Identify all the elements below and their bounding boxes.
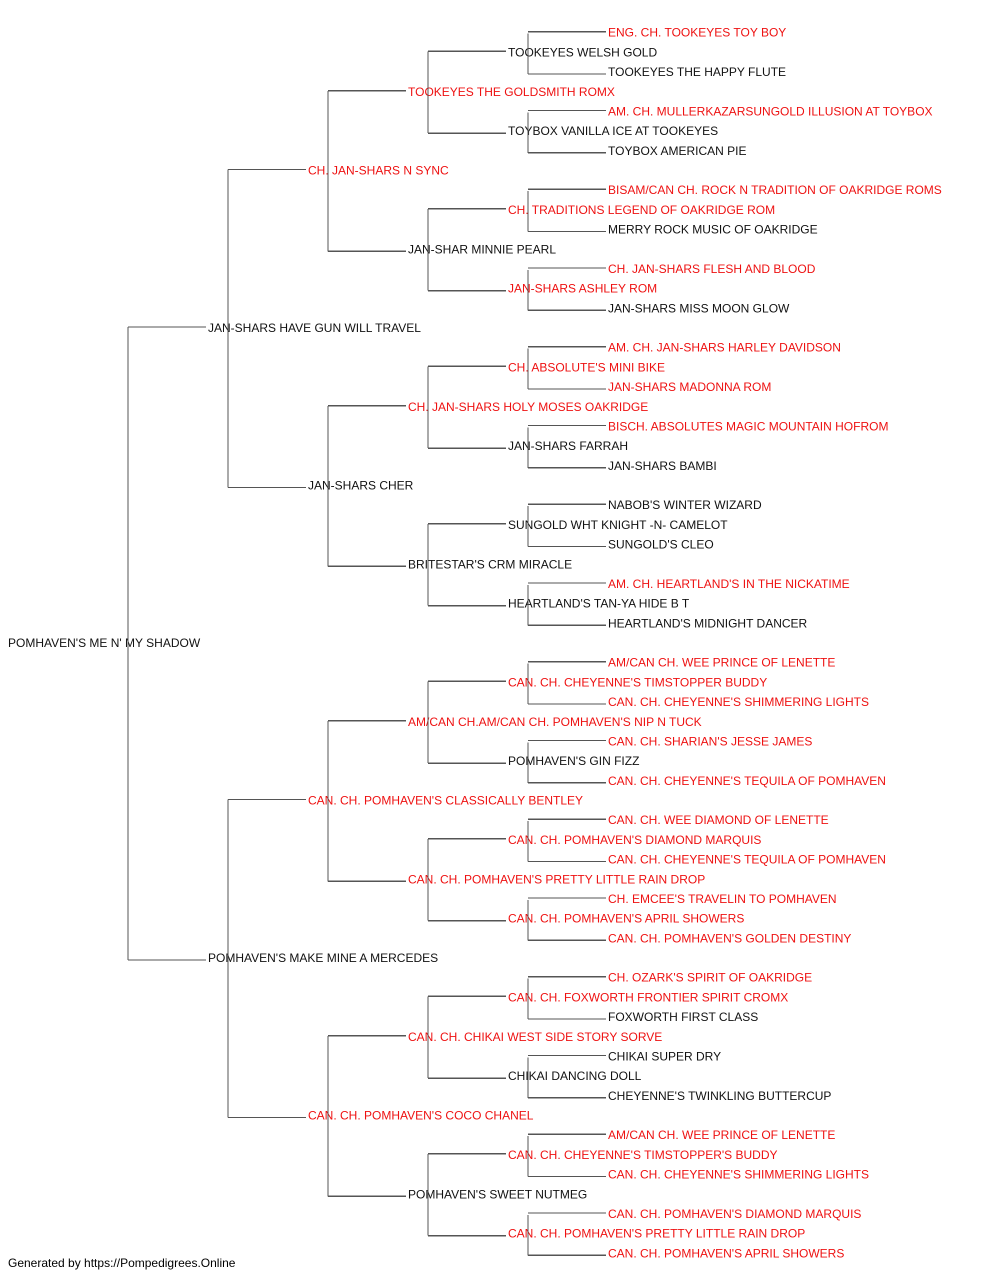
ancestor-name: TOYBOX AMERICAN PIE xyxy=(608,144,746,158)
ancestor-name: JAN-SHARS MISS MOON GLOW xyxy=(608,301,790,315)
ancestor-name: JAN-SHARS HAVE GUN WILL TRAVEL xyxy=(208,321,421,335)
ancestor-name: CH. JAN-SHARS N SYNC xyxy=(308,164,449,178)
ancestor-name: JAN-SHARS CHER xyxy=(308,479,414,493)
ancestor-name: AM/CAN CH. WEE PRINCE OF LENETTE xyxy=(608,656,835,670)
ancestor-name: JAN-SHARS FARRAH xyxy=(508,439,628,453)
ancestor-name: JAN-SHAR MINNIE PEARL xyxy=(408,242,556,256)
ancestor-name: CAN. CH. POMHAVEN'S APRIL SHOWERS xyxy=(608,1246,844,1260)
ancestor-name: TOYBOX VANILLA ICE AT TOOKEYES xyxy=(508,124,718,138)
ancestor-name: CH. EMCEE'S TRAVELIN TO POMHAVEN xyxy=(608,892,837,906)
ancestor-name: CH. TRADITIONS LEGEND OF OAKRIDGE ROM xyxy=(508,203,775,217)
ancestor-name: CAN. CH. POMHAVEN'S DIAMOND MARQUIS xyxy=(508,833,761,847)
ancestor-name: CAN. CH. CHEYENNE'S TEQUILA OF POMHAVEN xyxy=(608,774,886,788)
ancestor-name: POMHAVEN'S SWEET NUTMEG xyxy=(408,1187,587,1201)
ancestor-name: SUNGOLD WHT KNIGHT -N- CAMELOT xyxy=(508,518,728,532)
ancestor-name: HEARTLAND'S TAN-YA HIDE B T xyxy=(508,597,690,611)
ancestor-name: CAN. CH. POMHAVEN'S DIAMOND MARQUIS xyxy=(608,1207,861,1221)
ancestor-name: AM. CH. MULLERKAZARSUNGOLD ILLUSION AT T… xyxy=(608,104,933,118)
ancestor-name: FOXWORTH FIRST CLASS xyxy=(608,1010,758,1024)
ancestor-name: CHEYENNE'S TWINKLING BUTTERCUP xyxy=(608,1089,831,1103)
ancestor-name: TOOKEYES THE HAPPY FLUTE xyxy=(608,65,786,79)
ancestor-name: POMHAVEN'S GIN FIZZ xyxy=(508,754,639,768)
ancestor-name: CAN. CH. CHEYENNE'S SHIMMERING LIGHTS xyxy=(608,1168,869,1182)
ancestor-name: TOOKEYES WELSH GOLD xyxy=(508,45,657,59)
ancestor-name: CH. OZARK'S SPIRIT OF OAKRIDGE xyxy=(608,971,812,985)
ancestor-name: HEARTLAND'S MIDNIGHT DANCER xyxy=(608,616,808,630)
ancestor-name: JAN-SHARS BAMBI xyxy=(608,459,717,473)
ancestor-name: CAN. CH. FOXWORTH FRONTIER SPIRIT CROMX xyxy=(508,990,788,1004)
ancestor-name: CAN. CH. CHIKAI WEST SIDE STORY SORVE xyxy=(408,1030,662,1044)
ancestor-name: CHIKAI SUPER DRY xyxy=(608,1049,721,1063)
subject-dog-name: POMHAVEN'S ME N' MY SHADOW xyxy=(8,636,201,650)
ancestor-name: CAN. CH. POMHAVEN'S PRETTY LITTLE RAIN D… xyxy=(408,872,705,886)
ancestor-name: AM. CH. HEARTLAND'S IN THE NICKATIME xyxy=(608,577,850,591)
ancestor-name: CH. JAN-SHARS HOLY MOSES OAKRIDGE xyxy=(408,400,648,414)
ancestor-name: CAN. CH. CHEYENNE'S SHIMMERING LIGHTS xyxy=(608,695,869,709)
ancestor-name: CHIKAI DANCING DOLL xyxy=(508,1069,642,1083)
ancestor-name: CAN. CH. POMHAVEN'S PRETTY LITTLE RAIN D… xyxy=(508,1227,805,1241)
ancestor-name: ENG. CH. TOOKEYES TOY BOY xyxy=(608,26,786,40)
ancestor-name: POMHAVEN'S MAKE MINE A MERCEDES xyxy=(208,951,438,965)
ancestor-name: CAN. CH. POMHAVEN'S COCO CHANEL xyxy=(308,1109,534,1123)
ancestor-name: CAN. CH. WEE DIAMOND OF LENETTE xyxy=(608,813,829,827)
ancestor-name: CAN. CH. POMHAVEN'S APRIL SHOWERS xyxy=(508,912,744,926)
ancestor-name: CAN. CH. POMHAVEN'S CLASSICALLY BENTLEY xyxy=(308,794,583,808)
ancestor-name: CAN. CH. CHEYENNE'S TIMSTOPPER'S BUDDY xyxy=(508,1148,778,1162)
ancestor-name: MERRY ROCK MUSIC OF OAKRIDGE xyxy=(608,223,818,237)
ancestor-name: CAN. CH. POMHAVEN'S GOLDEN DESTINY xyxy=(608,931,851,945)
ancestor-name: BISAM/CAN CH. ROCK N TRADITION OF OAKRID… xyxy=(608,183,942,197)
ancestor-name: SUNGOLD'S CLEO xyxy=(608,538,714,552)
ancestor-name: BRITESTAR'S CRM MIRACLE xyxy=(408,557,572,571)
ancestor-name: CH. ABSOLUTE'S MINI BIKE xyxy=(508,360,665,374)
ancestor-name: CH. JAN-SHARS FLESH AND BLOOD xyxy=(608,262,816,276)
ancestor-name: CAN. CH. CHEYENNE'S TIMSTOPPER BUDDY xyxy=(508,675,767,689)
ancestor-name: BISCH. ABSOLUTES MAGIC MOUNTAIN HOFROM xyxy=(608,419,888,433)
ancestor-name: AM. CH. JAN-SHARS HARLEY DAVIDSON xyxy=(608,341,841,355)
ancestor-name: TOOKEYES THE GOLDSMITH ROMX xyxy=(408,85,615,99)
ancestor-name: CAN. CH. SHARIAN'S JESSE JAMES xyxy=(608,734,812,748)
footer-credit: Generated by https://Pompedigrees.Online xyxy=(8,1256,236,1270)
ancestor-name: NABOB'S WINTER WIZARD xyxy=(608,498,762,512)
ancestor-name: CAN. CH. CHEYENNE'S TEQUILA OF POMHAVEN xyxy=(608,853,886,867)
ancestor-name: AM/CAN CH.AM/CAN CH. POMHAVEN'S NIP N TU… xyxy=(408,715,702,729)
ancestor-name: AM/CAN CH. WEE PRINCE OF LENETTE xyxy=(608,1128,835,1142)
ancestor-name: JAN-SHARS MADONNA ROM xyxy=(608,380,771,394)
ancestor-name: JAN-SHARS ASHLEY ROM xyxy=(508,282,657,296)
